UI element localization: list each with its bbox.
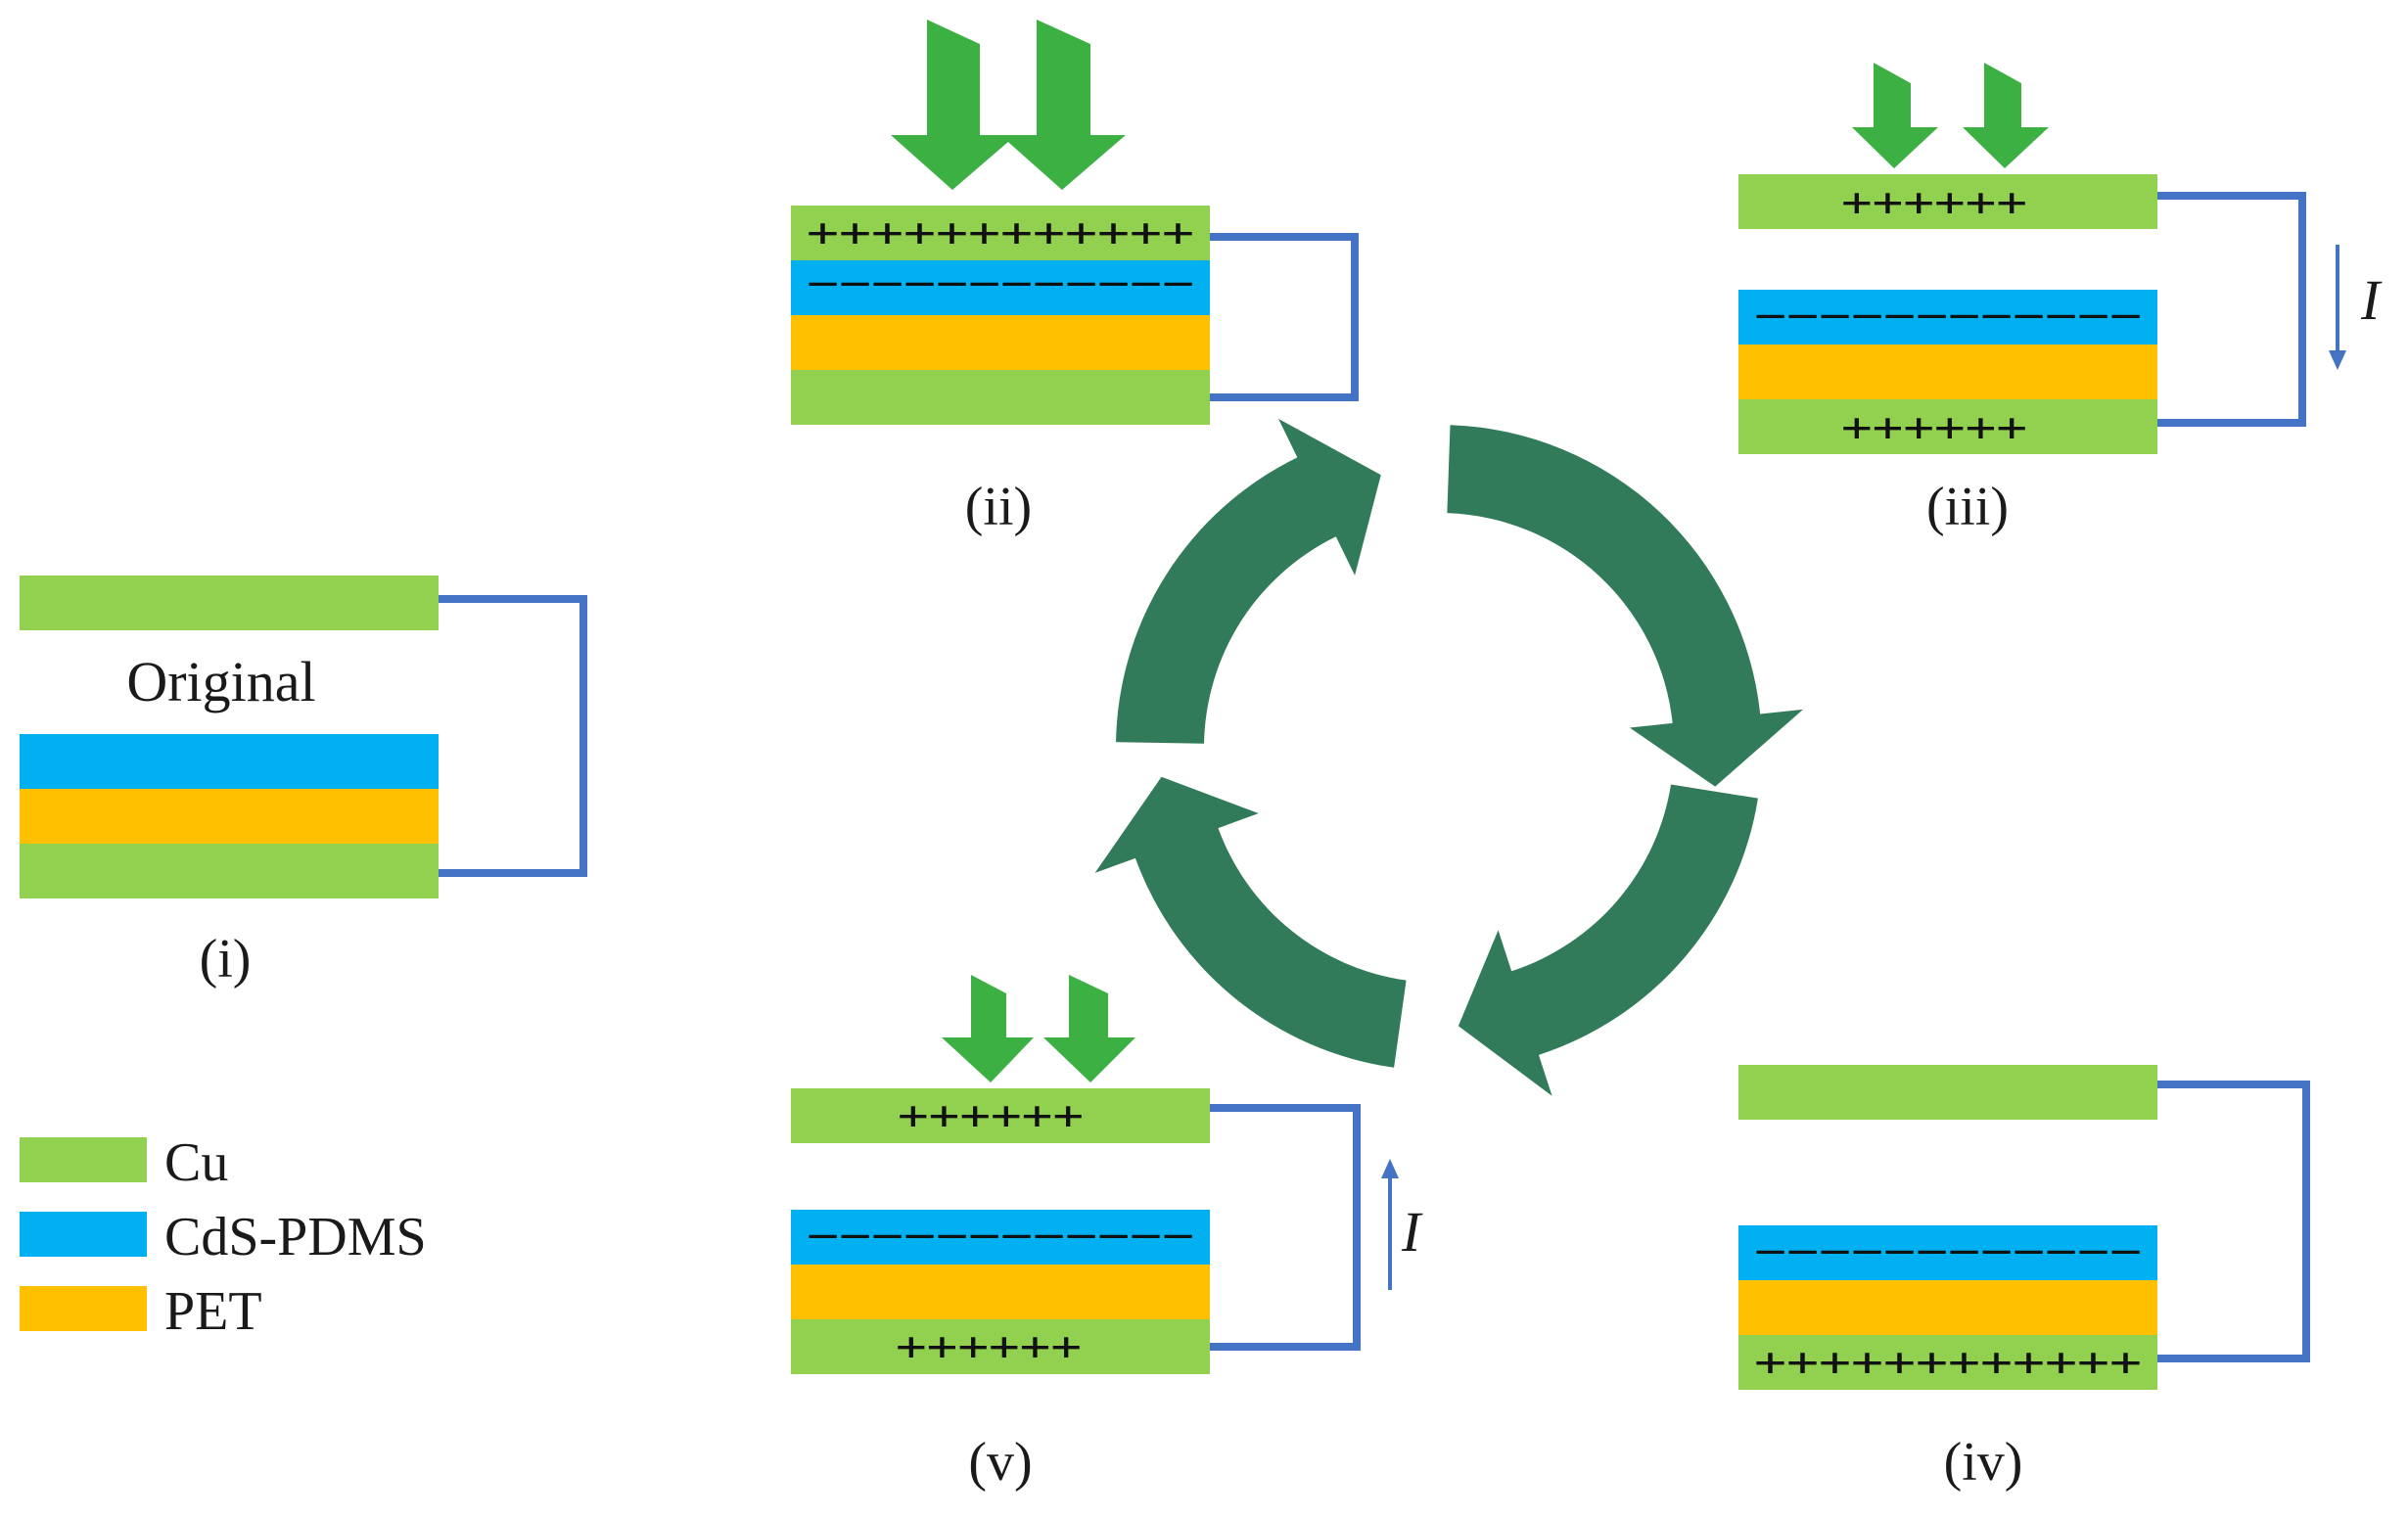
current-label: I xyxy=(1401,1200,1423,1264)
pet-layer xyxy=(20,789,439,844)
cu-top-layer xyxy=(791,206,1210,260)
cu-bottom-layer xyxy=(1738,1335,2157,1390)
current-label: I xyxy=(2360,268,2383,332)
positive-charges: ++++++ xyxy=(1841,180,2027,225)
external-wire xyxy=(1210,233,1359,401)
cu-top-layer xyxy=(1738,1065,2157,1120)
panel-ii: ++++++++++++ −−−−−−−−−−−− (ii) xyxy=(791,20,1359,537)
cu-top-layer xyxy=(20,575,439,630)
panel-i: Original (i) xyxy=(20,575,587,990)
cu-bottom-layer xyxy=(791,370,1210,425)
negative-charges: −−−−−−−−−−−− xyxy=(807,1214,1194,1259)
legend-label-cds-pdms: CdS-PDMS xyxy=(164,1207,427,1267)
cds-pdms-layer xyxy=(791,1210,1210,1265)
external-wire xyxy=(2157,1081,2310,1362)
pet-layer xyxy=(791,315,1210,370)
cu-bottom-layer xyxy=(791,1319,1210,1374)
panel-iv: −−−−−−−−−−−− ++++++++++++ (iv) xyxy=(1738,1065,2310,1493)
cds-pdms-layer xyxy=(791,260,1210,315)
pet-layer xyxy=(1738,345,2157,399)
legend-swatch-cu xyxy=(20,1137,147,1182)
press-arrow-icon xyxy=(1043,975,1135,1082)
caption-iii: (iii) xyxy=(1926,477,2009,537)
legend: Cu CdS-PDMS PET xyxy=(20,1132,427,1342)
original-label: Original xyxy=(126,650,315,713)
cu-bottom-layer xyxy=(20,844,439,898)
cds-pdms-layer xyxy=(20,734,439,789)
pet-layer xyxy=(791,1265,1210,1319)
positive-charges: ++++++ xyxy=(1841,405,2027,450)
press-arrow-icon xyxy=(891,20,1016,190)
cycle-arrow-icon xyxy=(1447,425,1803,787)
cycle-arrow-icon xyxy=(1094,776,1407,1068)
caption-v: (v) xyxy=(968,1432,1032,1493)
cycle-arrows xyxy=(1094,418,1803,1096)
press-arrow-icon xyxy=(1963,63,2049,168)
panel-iii: ++++++ −−−−−−−−−−−− ++++++ I (iii) xyxy=(1738,63,2383,537)
negative-charges: −−−−−−−−−−−− xyxy=(807,261,1194,306)
negative-charges: −−−−−−−−−−−− xyxy=(1754,1229,2142,1274)
legend-label-cu: Cu xyxy=(164,1132,228,1193)
external-wire xyxy=(2157,192,2306,427)
cycle-arrow-icon xyxy=(1116,418,1381,744)
cds-pdms-layer xyxy=(1738,290,2157,345)
pet-layer xyxy=(1738,1280,2157,1335)
cu-top-layer xyxy=(791,1088,1210,1143)
positive-charges: ++++++ xyxy=(896,1324,1082,1369)
current-arrow-up-icon xyxy=(1381,1159,1399,1178)
cycle-arrow-icon xyxy=(1458,784,1758,1096)
caption-ii: (ii) xyxy=(965,477,1032,537)
cds-pdms-layer xyxy=(1738,1225,2157,1280)
cu-bottom-layer xyxy=(1738,399,2157,454)
press-arrow-icon xyxy=(1852,63,1938,168)
positive-charges: ++++++ xyxy=(898,1093,1084,1138)
legend-swatch-cds-pdms xyxy=(20,1212,147,1257)
legend-label-pet: PET xyxy=(164,1281,262,1342)
external-wire xyxy=(439,595,587,877)
press-arrow-icon xyxy=(942,975,1034,1082)
cu-top-layer xyxy=(1738,174,2157,229)
caption-iv: (iv) xyxy=(1944,1432,2023,1493)
positive-charges: ++++++++++++ xyxy=(1754,1340,2142,1385)
panel-v: ++++++ −−−−−−−−−−−− ++++++ I (v) xyxy=(791,975,1423,1493)
positive-charges: ++++++++++++ xyxy=(807,210,1194,255)
legend-swatch-pet xyxy=(20,1286,147,1331)
negative-charges: −−−−−−−−−−−− xyxy=(1754,294,2142,339)
press-arrow-icon xyxy=(1000,20,1126,190)
current-arrow-down-icon xyxy=(2329,350,2346,370)
caption-i: (i) xyxy=(200,929,252,990)
external-wire xyxy=(1210,1104,1361,1351)
